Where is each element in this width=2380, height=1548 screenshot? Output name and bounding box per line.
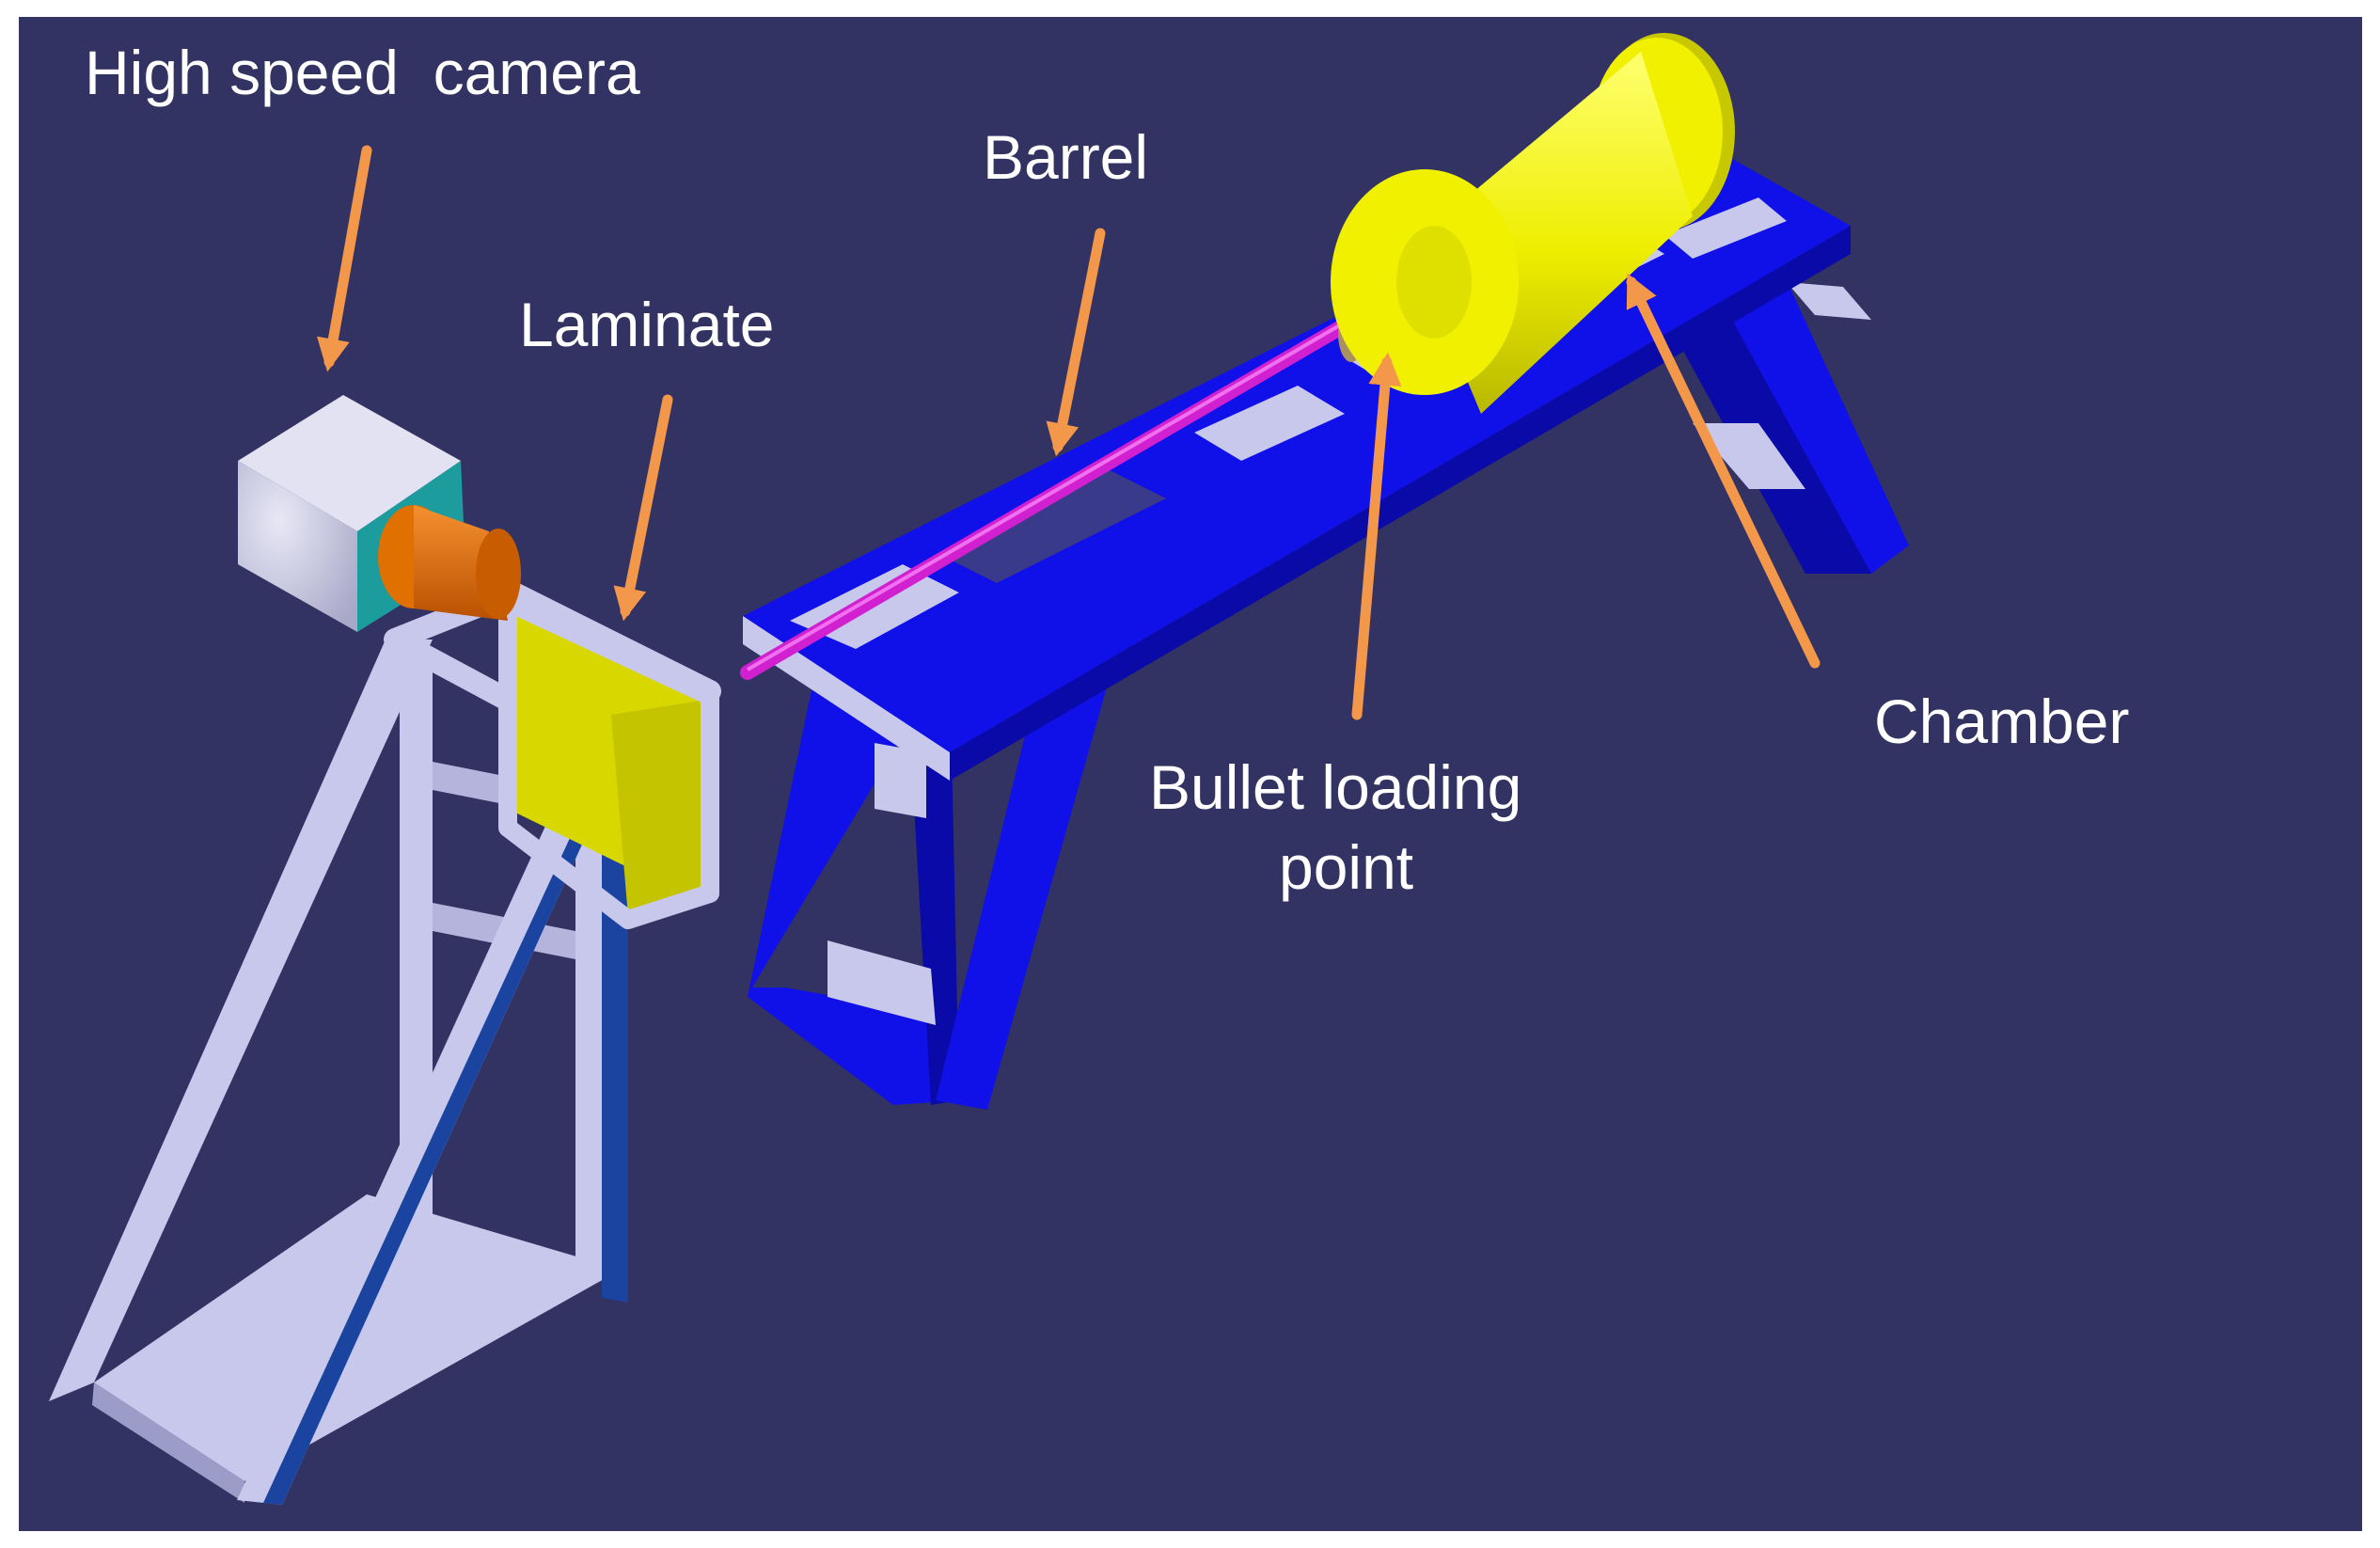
label-barrel: Barrel — [983, 122, 1148, 192]
arrow-up-icon — [1626, 273, 1820, 669]
callout-arrows — [316, 145, 1820, 720]
label-bullet-loading-line2: point — [1279, 832, 1413, 902]
barrel — [740, 312, 1362, 680]
label-laminate: Laminate — [519, 290, 775, 359]
chamber — [1331, 33, 1735, 414]
arrow-down-icon — [316, 145, 372, 372]
high-speed-camera — [238, 395, 521, 632]
arrow-up-icon — [1351, 352, 1402, 720]
arrow-down-icon — [613, 394, 673, 622]
label-high-speed-camera: High speed camera — [85, 38, 640, 107]
arrow-down-icon — [1046, 228, 1106, 457]
label-chamber: Chamber — [1874, 687, 2129, 756]
label-bullet-loading-line1: Bullet loading — [1149, 752, 1521, 822]
laminate-stand — [49, 581, 721, 1505]
